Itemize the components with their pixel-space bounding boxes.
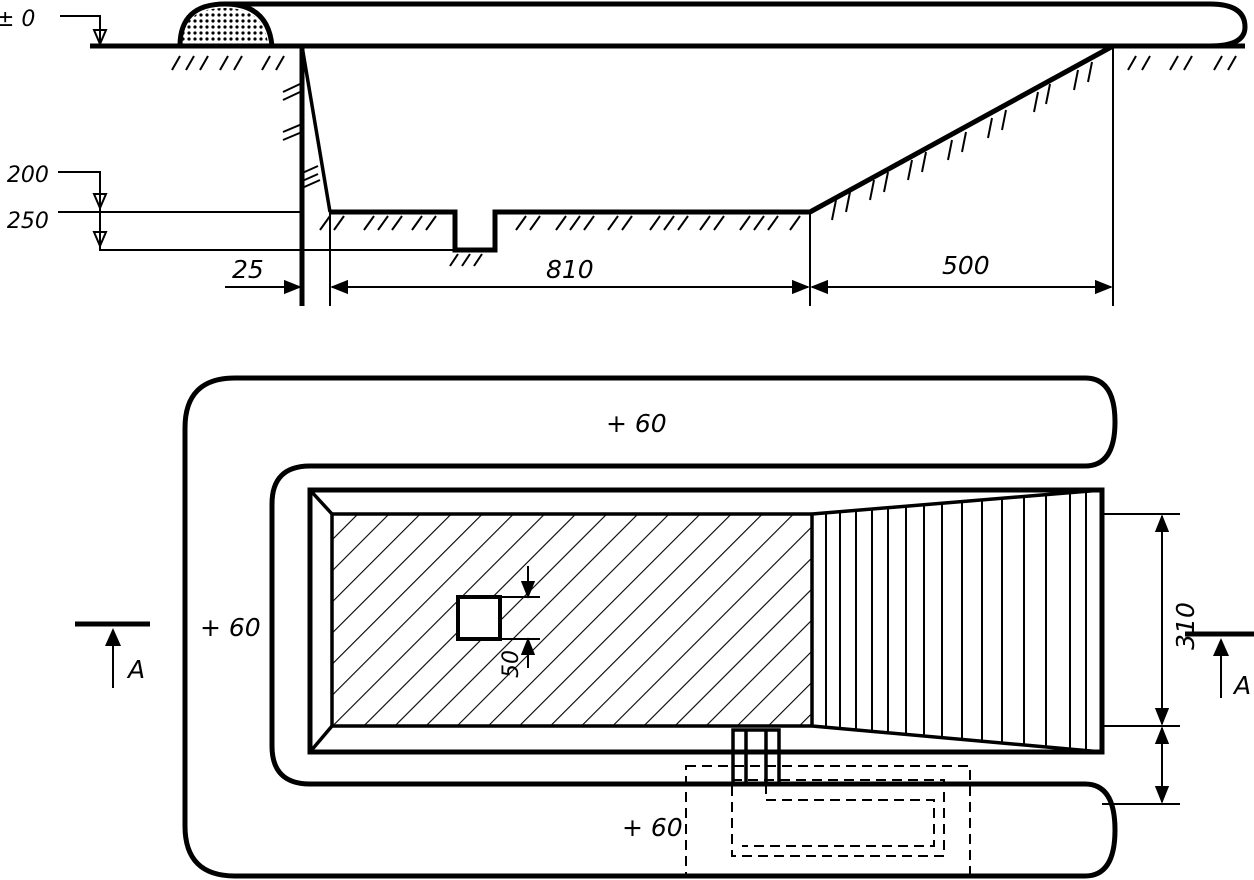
pit-inner-bevel-bl (308, 724, 334, 754)
berm-label-bottom: + 60 (622, 813, 683, 842)
berm-outer-outline (182, 375, 1118, 879)
dimension-50: 50 (499, 566, 540, 678)
pit-floor-hatch (332, 514, 812, 726)
dimension-500: 500 (810, 251, 1113, 295)
spoil-mound-fill (182, 8, 268, 44)
dimension-810: 810 (330, 255, 810, 295)
drain-structure (685, 728, 971, 877)
level-marker-200: - 200 (0, 163, 108, 212)
level-label-250: - 250 (0, 209, 49, 234)
sump-box (456, 595, 502, 641)
pit-left-wall (282, 45, 332, 306)
dim-label-50: 50 (499, 650, 524, 678)
level-marker-250: - 250 (0, 209, 455, 251)
plan-view: + 60 + 60 + 60 310 50 A (75, 375, 1254, 879)
ground-hatching (171, 55, 1237, 71)
dim-label-810: 810 (546, 255, 594, 284)
berm-label-left: + 60 (200, 613, 261, 642)
pit-bottom (330, 209, 810, 253)
pit-bottom-hatching (319, 215, 801, 267)
level-marker-zero: ± 0 (0, 7, 108, 47)
level-label-zero: ± 0 (0, 7, 35, 32)
dim-label-500: 500 (942, 251, 990, 280)
section-label-left: A (126, 655, 145, 684)
dim-label-25: 25 (232, 255, 264, 284)
pit-inner-bevel-tl (308, 488, 334, 516)
dim-label-310: 310 (1171, 602, 1200, 650)
dimension-310: 310 (1102, 513, 1200, 805)
ramp-slope (808, 43, 1115, 215)
ramp-plan (811, 488, 1103, 754)
section-marker-right: A (1185, 631, 1254, 700)
berm-label-top: + 60 (606, 409, 667, 438)
section-marker-left: A (75, 621, 150, 688)
level-label-200: - 200 (0, 163, 49, 188)
ramp-hatching (831, 61, 1093, 221)
section-label-right: A (1232, 671, 1251, 700)
spoil-bank-outline (177, 1, 1248, 49)
dimension-25: 25 (225, 255, 302, 295)
cross-section-view: ± 0 - 200 - 250 25 810 500 (0, 1, 1248, 306)
